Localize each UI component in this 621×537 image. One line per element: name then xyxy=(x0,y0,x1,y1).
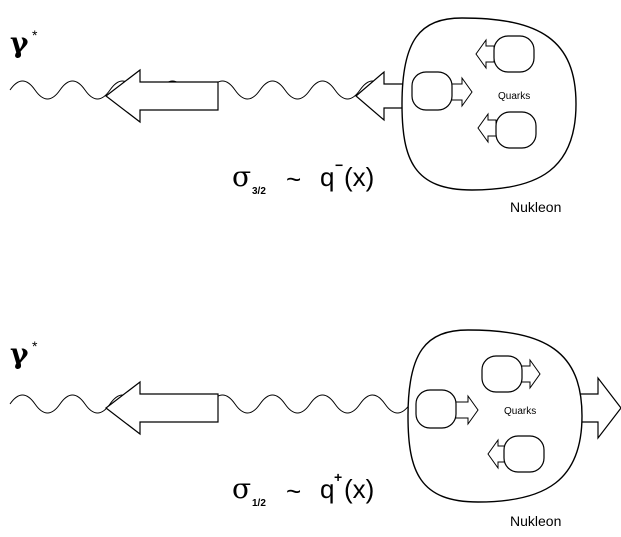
quark xyxy=(493,35,535,73)
quark xyxy=(503,435,545,473)
quark xyxy=(415,389,457,429)
q-symbol: q xyxy=(320,474,334,504)
photon-star: * xyxy=(32,338,38,354)
nucleon-label: Nukleon xyxy=(510,199,561,215)
sigma-symbol: σ xyxy=(232,160,251,193)
sigma-subscript: 1/2 xyxy=(252,498,266,509)
x-argument: (x) xyxy=(344,474,374,504)
panel-bottom: γ * Quarks σ 1/2 ~ q + (x) Nukleon xyxy=(9,329,621,529)
quark xyxy=(495,111,537,149)
quark xyxy=(481,355,523,393)
photon-spin-arrow xyxy=(105,380,219,436)
quark-spin-arrow xyxy=(453,394,479,426)
panel-top: γ * Quarks σ 3/2 ~ q − (x) Nukleon xyxy=(9,17,577,215)
tilde-symbol: ~ xyxy=(286,476,301,506)
sigma-symbol: σ xyxy=(232,472,251,505)
photon-symbol: γ xyxy=(10,337,29,370)
quark-spin-arrow xyxy=(475,38,495,70)
nucleon-label: Nukleon xyxy=(510,513,561,529)
quarks-label: Quarks xyxy=(504,406,536,417)
x-argument: (x) xyxy=(344,162,374,192)
photon-symbol: γ xyxy=(10,26,29,59)
photon-star: * xyxy=(32,27,38,43)
q-superscript: − xyxy=(335,157,343,173)
q-symbol: q xyxy=(320,162,334,192)
sigma-subscript: 3/2 xyxy=(252,186,266,197)
quarks-label: Quarks xyxy=(498,91,530,102)
quark xyxy=(411,71,453,111)
tilde-symbol: ~ xyxy=(286,164,301,194)
q-superscript: + xyxy=(334,469,342,485)
photon-spin-arrow xyxy=(105,68,219,124)
quark-spin-arrow xyxy=(477,112,497,144)
